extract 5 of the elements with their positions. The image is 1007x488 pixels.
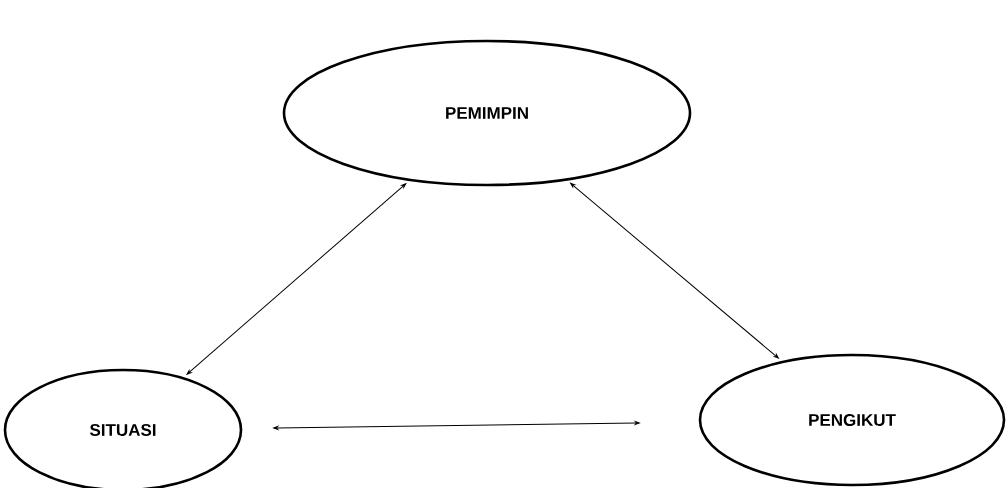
ellipse-node: PEMIMPIN bbox=[282, 39, 692, 187]
double-arrow bbox=[570, 182, 779, 359]
double-arrow bbox=[273, 421, 640, 430]
double-arrow bbox=[186, 183, 407, 375]
ellipse-node: PENGIKUT bbox=[698, 353, 1006, 487]
